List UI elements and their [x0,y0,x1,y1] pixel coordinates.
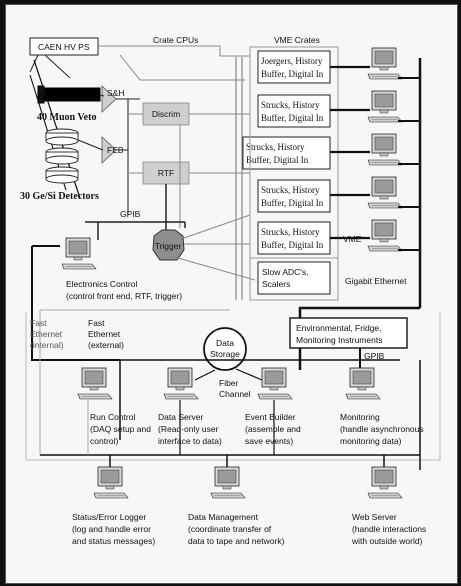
vme-box-1: Joergers, History Buffer, Digital In [257,50,331,84]
vme-box-1-line1: Joergers, History [261,56,323,66]
data-storage-l2: Storage [210,349,240,359]
fast-eth-ext-l3: (external) [88,340,124,350]
monitoring-title: Monitoring [340,412,380,422]
environmental-box: Environmental, Fridge, Monitoring Instru… [289,317,408,349]
environmental-l2: Monitoring Instruments [296,335,382,345]
rtf-box: RTF [142,161,190,185]
electronics-control-desc: (control front end, RTF, trigger) [66,291,182,301]
vme-box-6: Slow ADC's, Scalers [257,261,331,295]
fast-eth-ext-l1: Fast [88,318,105,328]
environmental-l1: Environmental, Fridge, [296,323,382,333]
vme-box-5: Strucks, History Buffer, Digital In [257,221,331,255]
fast-eth-int-l1: Fast [30,318,47,328]
vme-box-6-line1: Slow ADC's, [262,267,309,277]
rtf-label: RTF [158,168,174,178]
trigger: Trigger [152,229,185,261]
run-control-d1: (DAQ setup and [90,424,151,434]
gpib-left-label: GPIB [120,209,141,219]
caen-hv-ps: CAEN HV PS [29,37,99,56]
muon-veto [37,85,101,104]
run-control-d2: control) [90,436,119,446]
vme-cpu-3 [367,133,403,166]
muon-veto-label: 40 Muon Veto [37,112,96,123]
data-management-title: Data Management [188,512,259,522]
event-builder-d2: save events) [245,436,293,446]
monitoring-computer [345,367,381,400]
run-control-title: Run Control [90,412,135,422]
data-server-computer [163,367,199,400]
data-management-d2: data to tape and network) [188,536,285,546]
status-logger-d1: (log and handle error [72,524,151,534]
caen-hv-ps-label: CAEN HV PS [38,42,90,52]
sh-label: S&H [107,88,124,98]
monitoring-d2: monitoring data) [340,436,402,446]
vme-box-3-line2: Buffer, Digital In [246,155,309,165]
event-builder-d1: (assemble and [245,424,301,434]
trigger-label: Trigger [155,241,182,251]
gigabit-ethernet-label: Gigabit Ethernet [345,276,407,286]
electronics-control-computer [61,237,97,270]
web-server-d2: with outside world) [351,536,423,546]
web-server-d1: (handle interactions [352,524,426,534]
vme-box-1-line2: Buffer, Digital In [261,69,324,79]
discrim-label: Discrim [152,109,180,119]
gpib-right-label: GPIB [364,351,385,361]
gesi-detector-stack [45,128,79,184]
vme-box-2-line1: Strucks, History [261,100,320,110]
data-management-computer [210,466,246,499]
vme-box-6-line2: Scalers [262,279,290,289]
fast-eth-ext-l2: Ethernet [88,329,121,339]
vme-box-5-line1: Strucks, History [261,227,320,237]
web-server-title: Web Server [352,512,397,522]
status-logger-title: Status/Error Logger [72,512,146,522]
data-storage-l1: Data [216,338,234,348]
fiber-channel-l2: Channel [219,389,251,399]
vme-cpu-5 [367,219,403,252]
vme-cpu-1 [367,47,403,80]
data-management-d1: (coordinate transfer of [188,524,272,534]
vme-crates-header: VME Crates [274,35,320,45]
event-builder-computer [257,367,293,400]
fast-eth-int-l3: (internal) [30,340,64,350]
discrim-box: Discrim [142,102,190,126]
sh-amplifier: S&H [101,85,124,113]
event-builder-title: Event Builder [245,412,296,422]
vme-box-2-line2: Buffer, Digital In [261,113,324,123]
data-server-d1: (Read-only user [158,424,219,434]
fiber-channel-l1: Fiber [219,378,239,388]
status-logger-computer [93,466,129,499]
vme-box-4-line2: Buffer, Digital In [261,198,324,208]
data-storage: Data Storage [203,327,247,371]
monitoring-d1: (handle asynchronous [340,424,424,434]
feb-label: FEB [107,145,124,155]
vme-cpu-2 [367,90,403,123]
fast-eth-int-l2: Ethernet [30,329,63,339]
data-server-title: Data Server [158,412,204,422]
vme-box-5-line2: Buffer, Digital In [261,240,324,250]
vme-box-3-line1: Strucks, History [246,142,305,152]
vme-box-4-line1: Strucks, History [261,185,320,195]
web-server-computer [367,466,403,499]
vme-cpu-4 [367,176,403,209]
vme-box-3: Strucks, History Buffer, Digital In [242,136,331,170]
vme-box-4: Strucks, History Buffer, Digital In [257,179,331,213]
data-server-d2: interface to data) [158,436,222,446]
vme-label: VME [343,234,362,244]
run-control-computer [77,367,113,400]
crate-cpus-header: Crate CPUs [153,35,198,45]
vme-box-2: Strucks, History Buffer, Digital In [257,94,331,128]
electronics-control-title: Electronics Control [66,279,137,289]
gesi-detectors-label: 30 Ge/Si Detectors [20,191,99,202]
status-logger-d2: and status messages) [72,536,155,546]
